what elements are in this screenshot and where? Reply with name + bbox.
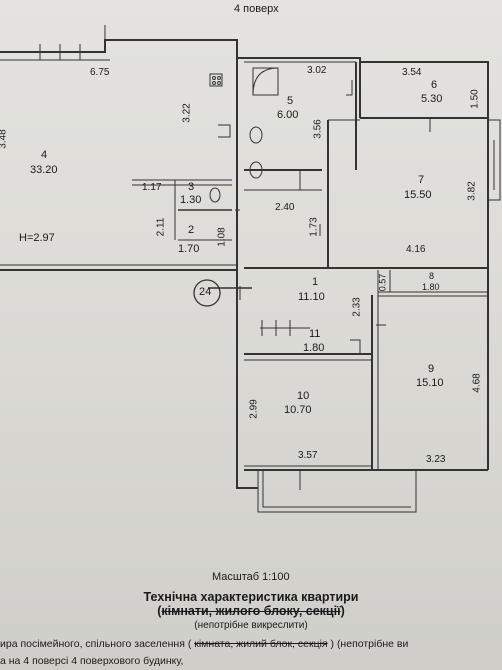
room-5-area: 6.00 xyxy=(277,109,299,121)
room-10-number: 10 xyxy=(297,390,310,402)
body-line-2: а на 4 поверсі 4 поверхового будинку, xyxy=(0,655,184,667)
dim-label: 1.08 xyxy=(216,227,228,247)
dim-label: 2.11 xyxy=(155,217,167,237)
subtitle-close: ) xyxy=(340,604,345,618)
room-8-number: 8 xyxy=(429,271,435,281)
dim-label: 3.57 xyxy=(298,450,318,461)
dim-label: 2.99 xyxy=(248,399,260,419)
room-7-number: 7 xyxy=(418,174,425,186)
subtitle-open: ( xyxy=(157,604,162,618)
dim-label: 2.33 xyxy=(351,297,363,317)
dim-label: 3.54 xyxy=(402,67,422,78)
room-6-number: 6 xyxy=(431,79,438,91)
dim-label: 4.16 xyxy=(406,244,426,255)
subtitle-struck: кімнати, жилого блоку, секції xyxy=(161,604,341,618)
line1-struck: кімната, жилий блок, секція xyxy=(194,638,328,650)
room-9-area: 15.10 xyxy=(416,377,444,389)
room-5-number: 5 xyxy=(287,95,294,107)
dim-label: 3.82 xyxy=(466,181,478,201)
dim-label: 4.68 xyxy=(471,373,483,393)
room-3-number: 3 xyxy=(188,181,195,193)
dim-label: 3.48 xyxy=(0,129,9,149)
room-4-area: 33.20 xyxy=(30,164,58,176)
dim-label: 6.75 xyxy=(90,67,110,78)
dim-label: 3.22 xyxy=(181,103,193,123)
room-10-area: 10.70 xyxy=(284,404,312,416)
document-title: Технічна характеристика квартири xyxy=(143,590,359,604)
room-11-number: 11 xyxy=(309,328,321,340)
room-4-number: 4 xyxy=(41,149,48,161)
room-8-area: 1.80 xyxy=(422,282,440,292)
document-subtitle: (кімнати, жилого блоку, секції) xyxy=(0,604,502,618)
dim-label: 3.23 xyxy=(426,454,446,465)
line1-start: ира посімейного, спільного заселення ( xyxy=(0,638,195,650)
room-11-area: 1.80 xyxy=(303,342,325,354)
dim-label: 1.73 xyxy=(308,217,320,237)
room-9-number: 9 xyxy=(428,363,435,375)
apartment-circle-number: 24 xyxy=(199,286,212,298)
dim-label: 3.02 xyxy=(307,65,327,76)
room-2-number: 2 xyxy=(188,224,195,236)
room-7-area: 15.50 xyxy=(404,189,432,201)
dim-label: 1.17 xyxy=(142,182,162,193)
dim-label: 0.57 xyxy=(377,273,388,292)
floor-plan xyxy=(0,25,501,513)
room-1-number: 1 xyxy=(312,276,319,288)
room-2-area: 1.70 xyxy=(178,243,200,255)
ceiling-height: H=2.97 xyxy=(19,232,55,244)
document-note: (непотрібне викреслити) xyxy=(194,620,308,631)
line1-end: ) (непотрібне ви xyxy=(327,638,409,650)
dim-label: 1.50 xyxy=(469,89,481,109)
room-6-area: 5.30 xyxy=(421,93,443,105)
dim-label: 3.56 xyxy=(312,119,324,139)
floor-label: 4 поверх xyxy=(234,3,279,15)
scale-label: Масштаб 1:100 xyxy=(212,571,290,583)
room-1-area: 11.10 xyxy=(298,291,325,303)
room-3-area: 1.30 xyxy=(180,194,202,206)
body-line-1: ира посімейного, спільного заселення ( к… xyxy=(0,638,408,650)
dim-label: 2.40 xyxy=(275,202,295,213)
